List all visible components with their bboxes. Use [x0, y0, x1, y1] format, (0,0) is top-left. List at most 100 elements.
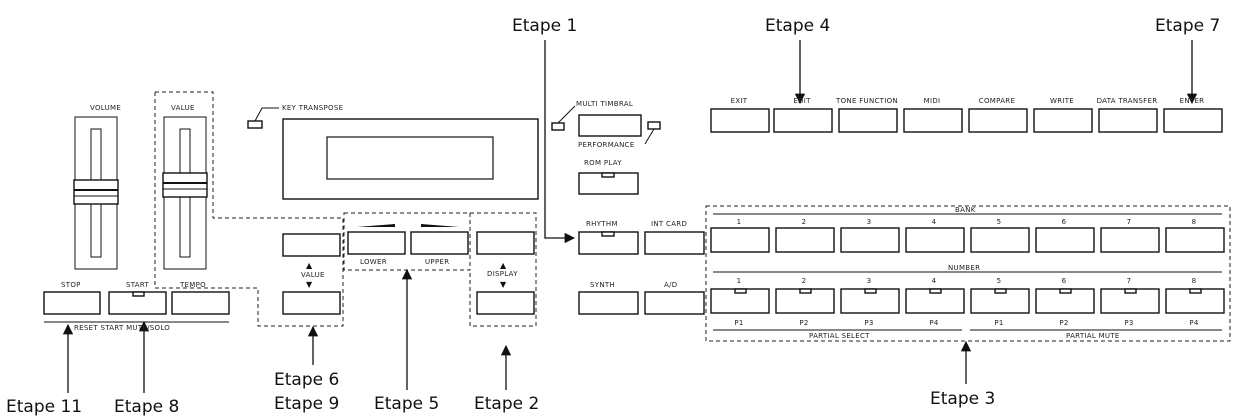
- display-up-button[interactable]: [476, 231, 535, 255]
- number-led: [799, 288, 812, 294]
- number-led: [734, 288, 747, 294]
- partial-label: P1: [734, 319, 743, 327]
- rom-play-label: ROM PLAY: [584, 159, 622, 167]
- partial-label: P2: [1059, 319, 1068, 327]
- bank-button[interactable]: [840, 227, 900, 253]
- function-button-label: WRITE: [1050, 97, 1074, 105]
- reset-start-mute-label: RESET START MUTE/SOLO: [74, 324, 170, 332]
- bank-button[interactable]: [775, 227, 835, 253]
- value-decrement-button[interactable]: [282, 291, 341, 315]
- function-button-label: ENTER: [1180, 97, 1205, 105]
- number-led: [1189, 288, 1202, 294]
- bank-digit-label: 6: [1062, 218, 1067, 226]
- step-5-label: Etape 5: [374, 394, 439, 414]
- number-led: [864, 288, 877, 294]
- bank-number-dashed-outline: [705, 205, 1231, 342]
- volume-label: VOLUME: [90, 104, 121, 112]
- value-dashed-outline: [155, 91, 343, 219]
- bank-digit-label: 7: [1127, 218, 1132, 226]
- partial-select-label: PARTIAL SELECT: [809, 332, 870, 340]
- function-button-label: COMPARE: [979, 97, 1015, 105]
- function-button-label: DATA TRANSFER: [1097, 97, 1158, 105]
- function-button[interactable]: [1163, 108, 1223, 133]
- function-button[interactable]: [903, 108, 963, 133]
- start-label: START: [126, 281, 150, 289]
- number-digit-label: 2: [802, 277, 807, 285]
- bank-button[interactable]: [1165, 227, 1225, 253]
- upper-label: UPPER: [425, 258, 449, 266]
- number-digit-label: 3: [867, 277, 872, 285]
- step-11-label: Etape 11: [6, 397, 82, 417]
- function-button-label: MIDI: [924, 97, 941, 105]
- lower-label: LOWER: [360, 258, 387, 266]
- function-button-row: EXIT EDIT TONE FUNCTION MIDI COMPARE WRITE DAT…: [710, 97, 1223, 133]
- bank-button[interactable]: [970, 227, 1030, 253]
- function-button[interactable]: [1033, 108, 1093, 133]
- function-button[interactable]: [1098, 108, 1158, 133]
- function-button[interactable]: [773, 108, 833, 133]
- number-led: [929, 288, 942, 294]
- volume-slider[interactable]: VOLUME: [73, 104, 121, 270]
- synth-button[interactable]: [578, 291, 639, 315]
- tempo-button[interactable]: [171, 291, 230, 315]
- bank-button[interactable]: [1100, 227, 1160, 253]
- bank-digit-label: 4: [932, 218, 937, 226]
- number-digit-label: 7: [1127, 277, 1132, 285]
- function-button[interactable]: [838, 108, 898, 133]
- value-button-label: VALUE: [301, 271, 325, 279]
- function-button-label: EDIT: [793, 97, 811, 105]
- value-slider[interactable]: VALUE: [162, 104, 208, 270]
- value-slider-knob[interactable]: [162, 172, 208, 198]
- partial-label: P4: [929, 319, 939, 327]
- number-digit-label: 6: [1062, 277, 1067, 285]
- step-1-label: Etape 1: [512, 16, 577, 36]
- bank-digit-label: 3: [867, 218, 872, 226]
- number-digit-label: 1: [737, 277, 742, 285]
- number-button[interactable]: [970, 288, 1030, 314]
- display-down-button[interactable]: [476, 291, 535, 315]
- lower-button[interactable]: [347, 231, 406, 255]
- display-down-icon: ▼: [500, 280, 507, 289]
- partial-mute-label: PARTIAL MUTE: [1066, 332, 1120, 340]
- number-digit-label: 5: [997, 277, 1002, 285]
- number-led: [1059, 288, 1072, 294]
- number-button[interactable]: [840, 288, 900, 314]
- value-down-icon: ▼: [306, 280, 313, 289]
- a-d-button[interactable]: [644, 291, 705, 315]
- step-arrows: [62, 40, 1198, 393]
- bank-button[interactable]: [905, 227, 965, 253]
- int-card-button[interactable]: [644, 231, 705, 255]
- step-9-label: Etape 9: [274, 394, 339, 414]
- display-label: DISPLAY: [487, 270, 518, 278]
- bank-button[interactable]: [1035, 227, 1095, 253]
- key-transpose-label: KEY TRANSPOSE: [282, 104, 343, 112]
- function-button-label: EXIT: [731, 97, 748, 105]
- partial-label: P3: [1124, 319, 1133, 327]
- step-2-label: Etape 2: [474, 394, 539, 414]
- performance-label: PERFORMANCE: [578, 141, 635, 149]
- bank-digit-label: 8: [1192, 218, 1197, 226]
- upper-button[interactable]: [410, 231, 469, 255]
- function-button[interactable]: [710, 108, 770, 133]
- stop-button[interactable]: [43, 291, 101, 315]
- step-3-label: Etape 3: [930, 389, 995, 409]
- partial-label: P3: [864, 319, 873, 327]
- start-led: [132, 291, 145, 297]
- number-led: [994, 288, 1007, 294]
- tempo-label: TEMPO: [179, 281, 206, 289]
- volume-slider-knob[interactable]: [73, 179, 119, 205]
- key-transpose: KEY TRANSPOSE: [247, 104, 343, 129]
- synth-label: SYNTH: [590, 281, 615, 289]
- bank-button[interactable]: [710, 227, 770, 253]
- bank-digit-label: 1: [737, 218, 742, 226]
- value-up-icon: ▲: [306, 261, 313, 270]
- value-increment-button[interactable]: [282, 233, 341, 257]
- upper-arrow-icon: [421, 224, 459, 227]
- function-button-label: TONE FUNCTION: [835, 97, 898, 105]
- function-button[interactable]: [968, 108, 1028, 133]
- value-dashed-outline-lower: [154, 92, 344, 327]
- multi-timbral-performance-button[interactable]: [578, 114, 642, 137]
